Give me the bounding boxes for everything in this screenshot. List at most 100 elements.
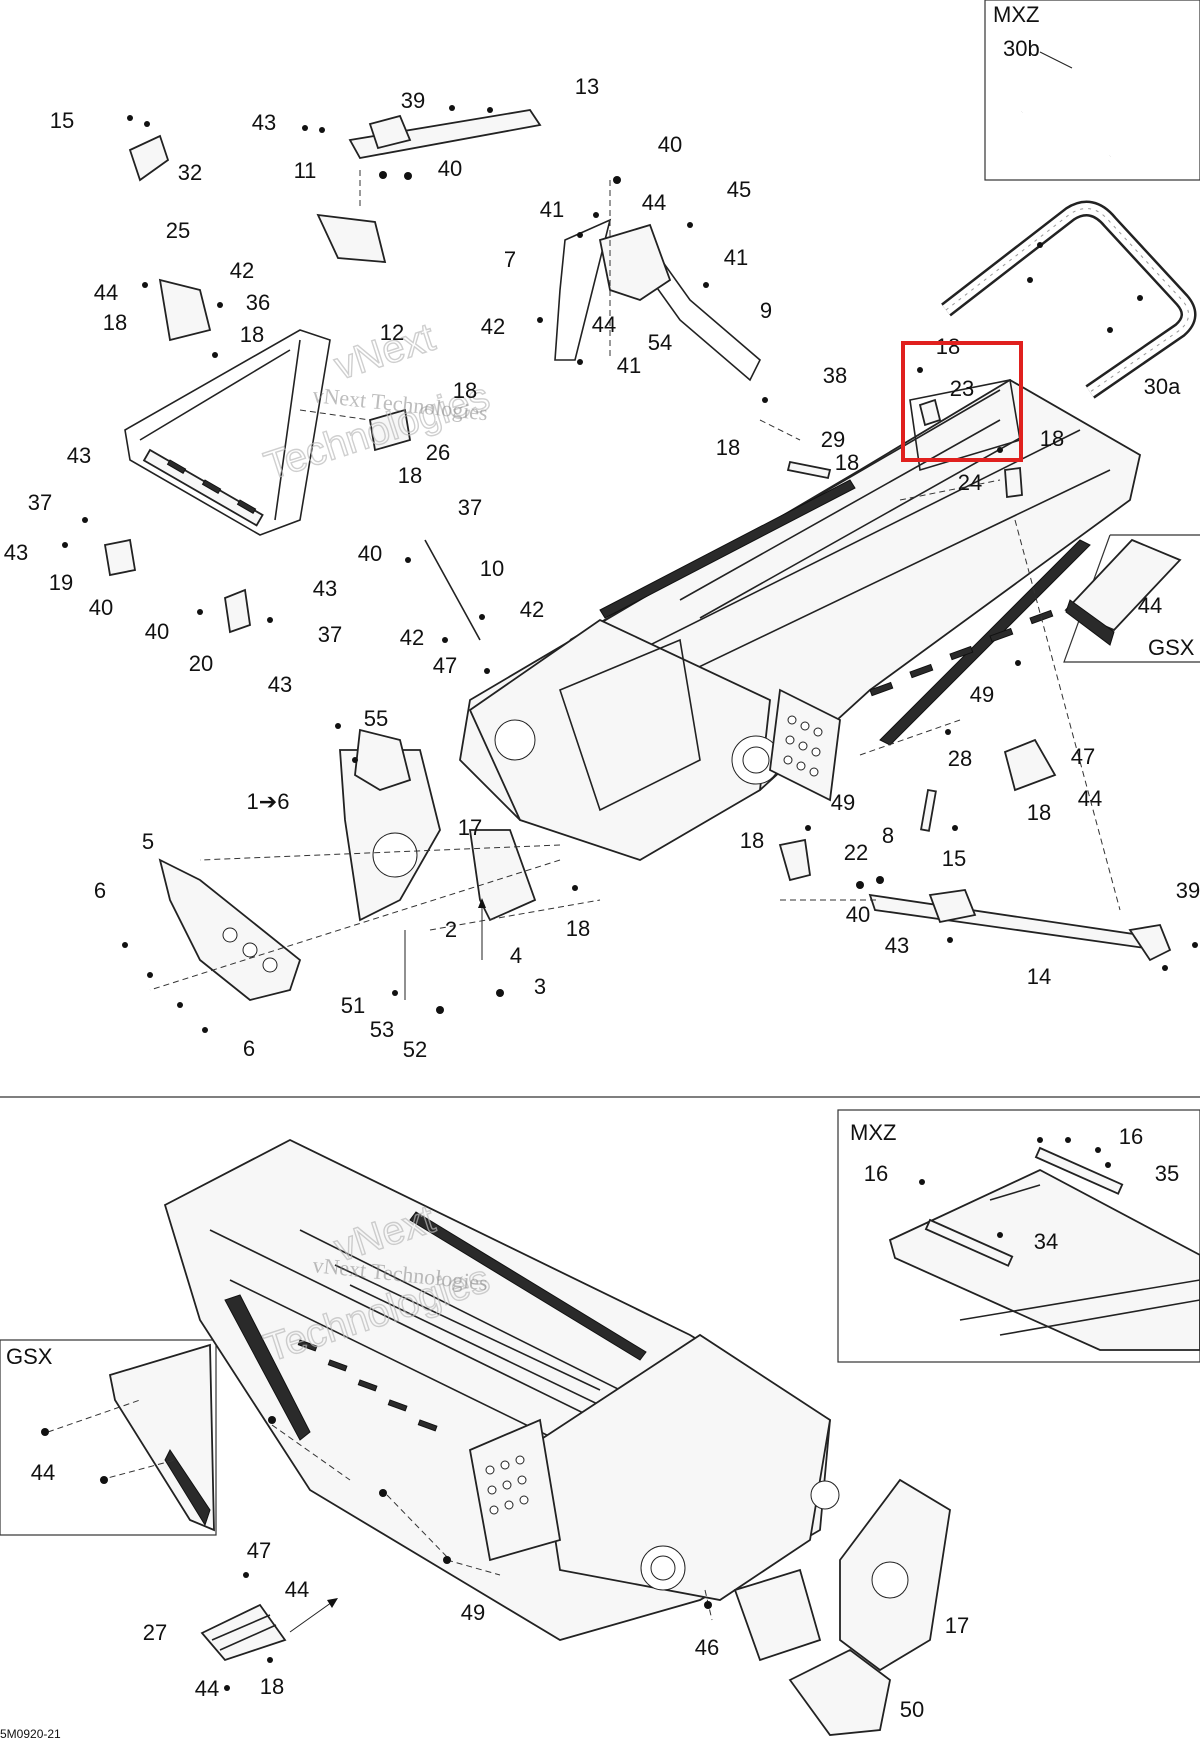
callout-44-14: 44 bbox=[94, 280, 118, 305]
callout-19-43: 19 bbox=[49, 570, 73, 595]
callout-30a-29: 30a bbox=[1144, 374, 1181, 399]
bracket-19 bbox=[103, 538, 137, 577]
top-assembly: MXZ 30b GSX bbox=[62, 0, 1200, 1033]
rear-arm-14 bbox=[868, 889, 1172, 962]
callout-28-56: 28 bbox=[948, 746, 972, 771]
callout-17-63: 17 bbox=[458, 815, 482, 840]
callout-15-0: 15 bbox=[50, 108, 74, 133]
callout-39-3: 39 bbox=[401, 88, 425, 113]
callout-18-17: 18 bbox=[103, 310, 127, 335]
callout-44-21: 44 bbox=[592, 312, 616, 337]
callout-49-54: 49 bbox=[970, 682, 994, 707]
callout-42-20: 42 bbox=[481, 314, 505, 339]
callout-43-2: 43 bbox=[252, 110, 276, 135]
inset-gsx-bottom-title: GSX bbox=[6, 1344, 53, 1369]
callout-3-76: 3 bbox=[534, 974, 546, 999]
callout-37-49: 37 bbox=[318, 622, 342, 647]
callout-40-70: 40 bbox=[846, 902, 870, 927]
callout-42-50: 42 bbox=[400, 625, 424, 650]
callout-16-82: 16 bbox=[864, 1161, 888, 1186]
callout-8-66: 8 bbox=[882, 823, 894, 848]
callout-42-46: 42 bbox=[520, 597, 544, 622]
callout-49-89: 49 bbox=[461, 1600, 485, 1625]
bracket-25 bbox=[158, 278, 212, 342]
fasteners-bottom bbox=[224, 1137, 1111, 1691]
link-rod-10 bbox=[424, 539, 481, 641]
callout-52-79: 52 bbox=[403, 1037, 427, 1062]
callout-18-71: 18 bbox=[566, 916, 590, 941]
chassis-tunnel-bottom bbox=[163, 1138, 840, 1641]
bracket-20 bbox=[224, 588, 251, 634]
bracket-29 bbox=[786, 460, 832, 480]
callout-50-94: 50 bbox=[900, 1697, 924, 1722]
callout-40-7: 40 bbox=[658, 132, 682, 157]
callout-43-45: 43 bbox=[313, 576, 337, 601]
callout-37-39: 37 bbox=[458, 495, 482, 520]
inset-mxz-top-label: 30b bbox=[1003, 36, 1040, 61]
callout-18-36: 18 bbox=[1040, 426, 1064, 451]
callout-43-73: 43 bbox=[885, 933, 909, 958]
skid-50 bbox=[788, 1648, 891, 1736]
bracket-24 bbox=[1004, 466, 1023, 499]
callout-9-22: 9 bbox=[760, 298, 772, 323]
callout-47-86: 47 bbox=[247, 1538, 271, 1563]
callout-44-87: 44 bbox=[285, 1577, 309, 1602]
callout-41-10: 41 bbox=[540, 197, 564, 222]
bracket-22 bbox=[778, 838, 812, 882]
callout-43-53: 43 bbox=[268, 672, 292, 697]
callout-40-6: 40 bbox=[438, 156, 462, 181]
callout-2-72: 2 bbox=[445, 917, 457, 942]
callout-18-64: 18 bbox=[740, 828, 764, 853]
callout-43-30: 43 bbox=[67, 443, 91, 468]
callout-16-81: 16 bbox=[1119, 1124, 1143, 1149]
footrest-27 bbox=[200, 1603, 287, 1662]
callout-49-59: 49 bbox=[831, 790, 855, 815]
callout-24-37: 24 bbox=[958, 470, 982, 495]
callout-10-42: 10 bbox=[480, 556, 504, 581]
callout-27-88: 27 bbox=[143, 1620, 167, 1645]
callout-41-24: 41 bbox=[617, 353, 641, 378]
callout-34-84: 34 bbox=[1034, 1229, 1058, 1254]
callout-18-28: 18 bbox=[453, 378, 477, 403]
callout-47-57: 47 bbox=[1071, 744, 1095, 769]
callout-11-5: 11 bbox=[294, 158, 317, 183]
callout-45-9: 45 bbox=[727, 177, 751, 202]
callout-46-90: 46 bbox=[695, 1635, 719, 1660]
callout-40-44: 40 bbox=[89, 595, 113, 620]
inset-mxz-bottom-title: MXZ bbox=[850, 1120, 896, 1145]
bracket-32 bbox=[128, 134, 170, 182]
front-supports bbox=[158, 728, 537, 1001]
callout-44-85: 44 bbox=[31, 1460, 55, 1485]
callout-38-27: 38 bbox=[823, 363, 847, 388]
callout-22-65: 22 bbox=[844, 840, 868, 865]
callout-40-48: 40 bbox=[145, 619, 169, 644]
callout-32-1: 32 bbox=[178, 160, 202, 185]
callout-18-32: 18 bbox=[398, 463, 422, 488]
callout-16-58: 1➔6 bbox=[247, 789, 290, 814]
highlight-box-part-23 bbox=[901, 341, 1023, 462]
bracket-26 bbox=[368, 408, 412, 452]
callout-4-74: 4 bbox=[510, 943, 522, 968]
callout-47-51: 47 bbox=[433, 653, 457, 678]
front-support-17-bottom bbox=[733, 1478, 951, 1672]
callout-14-75: 14 bbox=[1027, 964, 1051, 989]
callout-18-18: 18 bbox=[240, 322, 264, 347]
rear-bumper-30a bbox=[941, 200, 1197, 399]
callout-54-23: 54 bbox=[648, 330, 672, 355]
inset-mxz-top-title: MXZ bbox=[993, 2, 1039, 27]
callout-44-60: 44 bbox=[1078, 786, 1102, 811]
arms-7-9 bbox=[554, 218, 761, 382]
callout-35-83: 35 bbox=[1155, 1161, 1179, 1186]
bracket-11 bbox=[316, 213, 387, 264]
callout-18-93: 18 bbox=[260, 1674, 284, 1699]
footrest-28 bbox=[1003, 738, 1057, 792]
fasteners-top bbox=[62, 105, 1198, 1033]
callout-6-68: 6 bbox=[94, 878, 106, 903]
bottom-side-holes bbox=[485, 1455, 529, 1515]
bottom-assembly: MXZ GSX bbox=[0, 1109, 1200, 1736]
inset-mxz-top: MXZ 30b bbox=[984, 0, 1200, 181]
bottom-slots bbox=[297, 1339, 438, 1432]
side-plate-holes bbox=[783, 715, 823, 777]
